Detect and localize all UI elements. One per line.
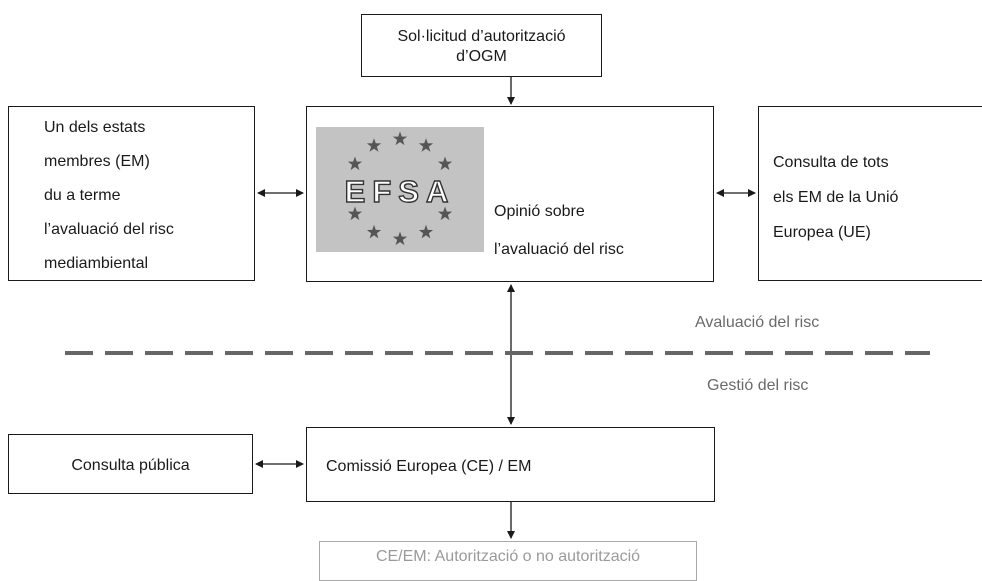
star-icon: [366, 138, 382, 152]
efsa-logo: EFSA: [316, 127, 484, 252]
member-state-line-5: mediambiental: [44, 255, 149, 272]
final-decision-label: CE/EM: Autorització o no autorització: [375, 548, 641, 565]
risk-assessment-phase-label: Avaluació del risc: [695, 314, 820, 331]
star-icon: [366, 224, 382, 239]
final-decision-box: CE/EM: Autorització o no autorització: [319, 541, 697, 581]
star-icon: [437, 156, 453, 171]
efsa-logo-text: EFSA: [345, 174, 456, 209]
efsa-opinion-box: EFSA Opinió sobre l’avaluació del risc: [306, 106, 714, 282]
consult-eu-line-1: Consulta de tots: [773, 154, 889, 171]
request-line-1: Sol·licitud d’autorització: [397, 28, 566, 45]
eu-stars-icon: [347, 131, 453, 246]
star-icon: [392, 131, 408, 146]
public-consultation-label: Consulta pública: [71, 457, 190, 474]
european-commission-label: Comissió Europea (CE) / EM: [326, 458, 532, 475]
request-line-2: d’OGM: [456, 48, 507, 65]
gmo-authorization-request-box: Sol·licitud d’autorització d’OGM: [361, 14, 602, 77]
star-icon: [347, 156, 363, 171]
efsa-opinion-line-2: l’avaluació del risc: [494, 241, 624, 258]
star-icon: [418, 224, 434, 239]
star-icon: [347, 206, 363, 221]
star-icon: [437, 206, 453, 221]
efsa-opinion-line-1: Opinió sobre: [494, 203, 585, 220]
efsa-logo-graphic: EFSA: [344, 131, 456, 246]
star-icon: [418, 138, 434, 152]
member-state-line-3: du a terme: [44, 187, 121, 204]
eu-member-states-consultation-box: Consulta de tots els EM de la Unió Europ…: [758, 106, 982, 281]
risk-management-phase-label: Gestió del risc: [707, 377, 809, 394]
star-icon: [392, 231, 408, 246]
european-commission-box: Comissió Europea (CE) / EM: [306, 427, 715, 502]
member-state-line-1: Un dels estats: [44, 119, 146, 136]
public-consultation-box: Consulta pública: [8, 434, 253, 494]
member-state-line-4: l’avaluació del risc: [44, 221, 174, 238]
member-state-assessment-box: Un dels estats membres (EM) du a terme l…: [8, 106, 255, 281]
member-state-line-2: membres (EM): [44, 153, 150, 170]
consult-eu-line-3: Europea (UE): [773, 224, 871, 241]
consult-eu-line-2: els EM de la Unió: [773, 189, 899, 206]
